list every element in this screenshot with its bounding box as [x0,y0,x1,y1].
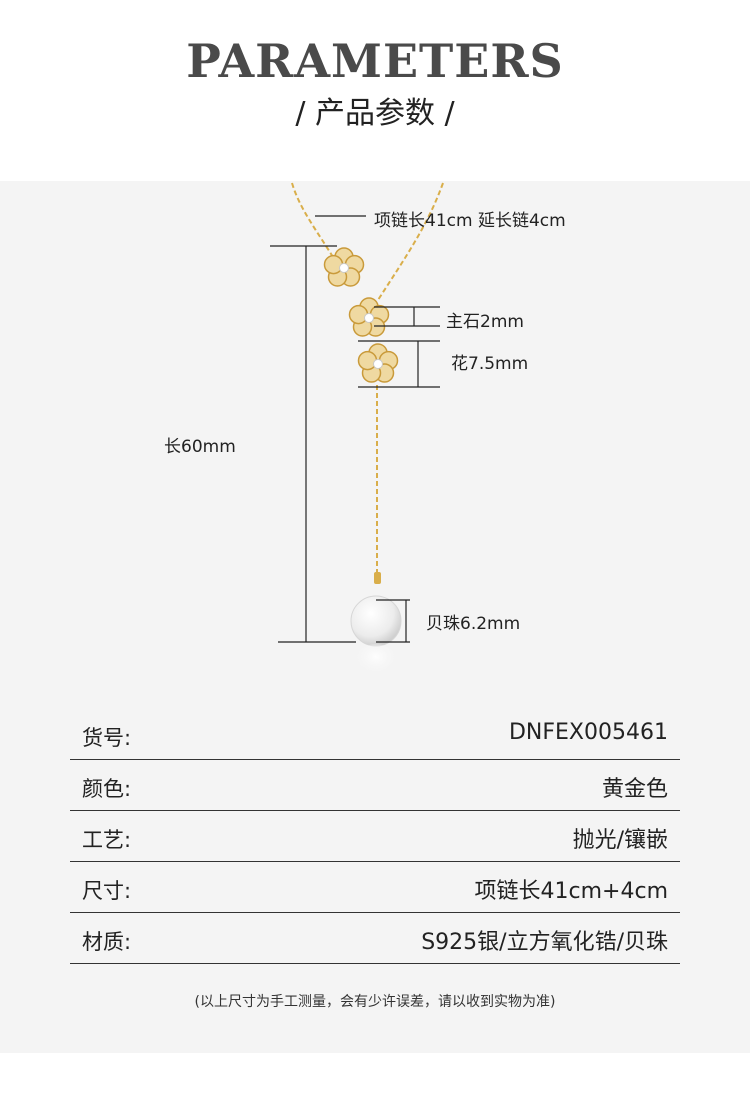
divider [70,759,680,760]
flower-charm [357,343,399,383]
spec-value: DNFEX005461 [508,720,668,745]
spec-value: S925银/立方氧化锆/贝珠 [421,930,668,955]
divider [70,912,680,913]
dimension-lines [270,215,440,643]
measurement-footnote: (以上尺寸为手工测量，会有少许误差，请以收到实物为准) [194,994,556,1010]
flower-charm [348,297,390,337]
spec-label: 尺寸: [82,879,132,903]
main-stone-label: 主石2mm [446,312,524,332]
spec-row-material: 材质: S925银/立方氧化锆/贝珠 [70,914,680,964]
spec-row-item-number: 货号: DNFEX005461 [70,710,680,760]
divider [70,963,680,964]
spec-value: 抛光/镶嵌 [572,828,668,853]
spec-value: 项链长41cm+4cm [474,879,668,904]
total-length-label: 长60mm [164,437,236,457]
flower-size-label: 花7.5mm [451,354,529,374]
page-subtitle: / 产品参数 / [295,96,455,131]
chain [291,182,444,575]
spec-row-size: 尺寸: 项链长41cm+4cm [70,863,680,913]
pearl-reflection [356,644,396,676]
spec-label: 颜色: [82,777,132,801]
spec-row-craft: 工艺: 抛光/镶嵌 [70,812,680,862]
spec-value: 黄金色 [601,777,668,802]
spec-label: 工艺: [82,828,132,852]
pearl-bail [374,572,381,584]
page-title: PARAMETERS [186,34,564,88]
spec-row-color: 颜色: 黄金色 [70,761,680,811]
pearl [350,595,402,647]
spec-label: 材质: [82,930,132,954]
divider [70,810,680,811]
chain-length-label: 项链长41cm 延长链4cm [374,211,566,231]
flower-charm [323,247,365,287]
divider [70,861,680,862]
pearl-size-label: 贝珠6.2mm [426,614,521,634]
spec-label: 货号: [82,726,132,750]
